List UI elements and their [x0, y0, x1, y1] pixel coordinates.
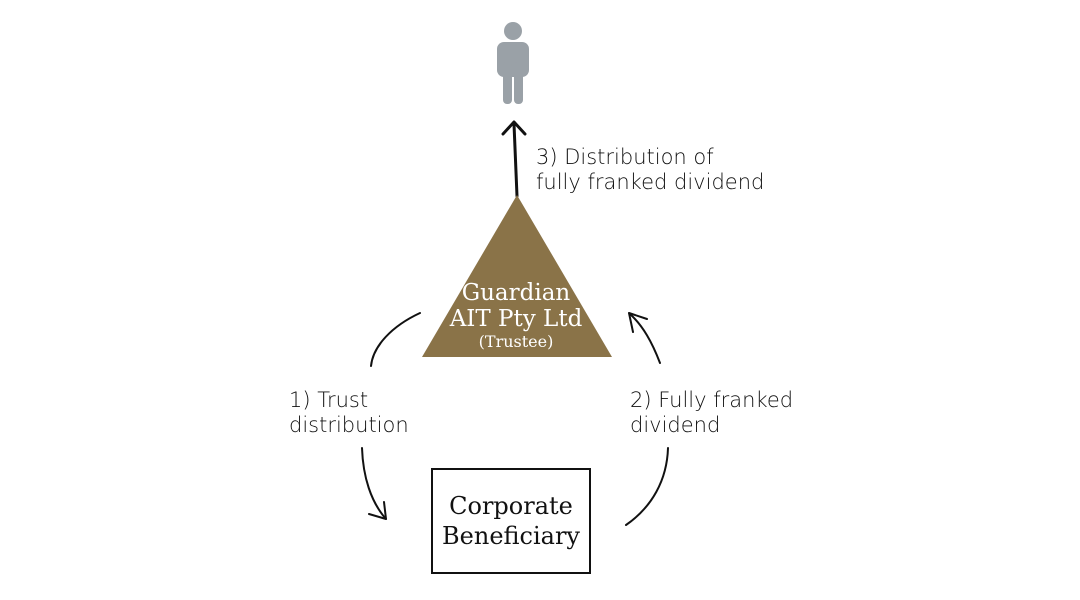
trustee-triangle: [422, 195, 612, 357]
arrow-trust-distribution: [361, 312, 421, 520]
trustee-role: (Trustee): [478, 332, 554, 351]
step2-label: 2) Fully franked dividend: [630, 388, 793, 438]
step1-line1: 1) Trust: [289, 388, 369, 412]
person-icon: [497, 22, 529, 104]
corporate-beneficiary-box: Corporate Beneficiary: [431, 468, 591, 574]
arrow-fully-franked-dividend: [625, 312, 669, 526]
step1-line2: distribution: [289, 413, 409, 437]
step1-label: 1) Trust distribution: [289, 388, 409, 438]
beneficiary-line2: Beneficiary: [442, 522, 580, 550]
trustee-name-line2: AIT Pty Ltd: [449, 306, 583, 332]
beneficiary-line1: Corporate: [449, 492, 573, 520]
trustee-name-line1: Guardian: [461, 280, 571, 306]
step3-line2: fully franked dividend: [536, 170, 765, 194]
step2-line1: 2) Fully franked: [630, 388, 794, 412]
trustee-label: Guardian AIT Pty Ltd (Trustee): [416, 280, 616, 352]
step3-line1: 3) Distribution of: [536, 145, 714, 169]
step2-line2: dividend: [630, 413, 721, 437]
step3-label: 3) Distribution of fully franked dividen…: [536, 145, 764, 195]
arrow-trustee-to-person: [501, 120, 527, 198]
